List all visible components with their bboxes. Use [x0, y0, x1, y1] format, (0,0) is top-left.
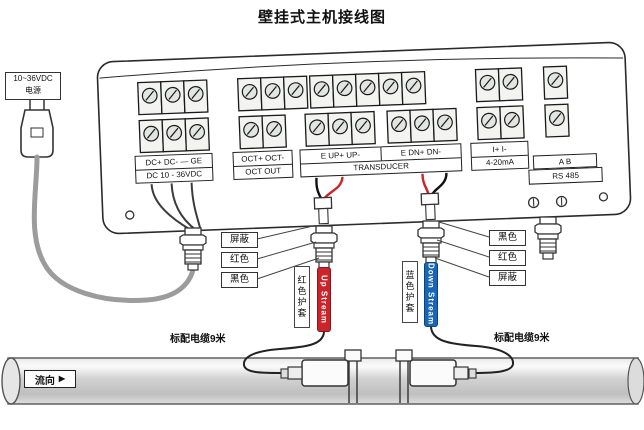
clamp-buckle [344, 349, 362, 362]
right-shield-label: 屏蔽 [489, 270, 526, 286]
downstream-transducer [395, 349, 477, 403]
terminal-cell [327, 111, 353, 147]
terminal-cell [350, 110, 376, 146]
terminal-cell [432, 107, 458, 142]
upstream-wire [242, 331, 325, 374]
left-black-label: 黑色 [221, 272, 258, 288]
mount-hole [598, 192, 609, 202]
upstream-transducer [280, 349, 362, 403]
terminal-cell [497, 67, 524, 102]
terminal-cell [331, 73, 358, 108]
red-sheath-label: 红色护套 [294, 266, 310, 328]
terminal-cell [474, 68, 501, 103]
transducer-connector [287, 366, 303, 380]
downstream-wire [430, 326, 515, 374]
up-connector [313, 196, 333, 210]
clamp-buckle [395, 349, 413, 362]
terminal-blocks [137, 65, 570, 154]
right-red-label: 红色 [489, 250, 526, 266]
terminal-cell [282, 75, 309, 110]
terminal-cell [476, 106, 502, 141]
flow-direction-label: 流向 [34, 375, 55, 387]
terminal-cell [137, 81, 163, 116]
flow-arrow-icon: ▶ [58, 374, 66, 383]
terminal-cell [259, 76, 286, 111]
terminal-cell [236, 77, 263, 112]
flow-direction-box: 流向 ▶ [24, 370, 76, 388]
left-red-label: 红色 [221, 252, 258, 268]
pipe-right-cap [627, 357, 644, 405]
power-cord [31, 154, 196, 303]
cable-gland [179, 227, 207, 271]
cable-gland [310, 225, 338, 269]
power-wire [170, 183, 197, 231]
cable-gland [417, 220, 445, 264]
transducer-body [409, 359, 457, 387]
terminal-cell [499, 105, 525, 140]
page-title: 壁挂式主机接线图 [257, 9, 386, 26]
red-cable: Up Stream [317, 267, 331, 332]
terminal-cell [377, 71, 404, 107]
cable-gland [534, 216, 562, 260]
leader-lines [256, 221, 490, 280]
terminal-cell [238, 115, 264, 150]
left-cable-note: 标配电缆9米 [170, 334, 226, 345]
pipe-left-cap [1, 357, 21, 405]
terminal-cell [544, 103, 570, 138]
mount-hole [125, 210, 135, 220]
terminal-cell [354, 72, 381, 107]
dn-connector [420, 192, 440, 206]
terminal-cell [304, 112, 330, 147]
right-black-label: 黑色 [489, 230, 526, 246]
terminal-cell [308, 74, 335, 109]
panel-seam [99, 57, 624, 79]
right-cable-note: 标配电缆9米 [494, 333, 550, 344]
terminal-cell [161, 118, 188, 153]
left-shield-label: 屏蔽 [221, 232, 258, 248]
blue-sheath-label: 蓝色护套 [402, 261, 418, 323]
terminal-cell [138, 119, 165, 154]
terminal-cell [160, 80, 186, 115]
terminal-cell [542, 65, 569, 100]
blue-cable: Down Stream [424, 262, 438, 327]
terminal-cell [184, 117, 211, 152]
terminal-cell [386, 109, 412, 144]
transducer-connector [453, 366, 469, 380]
power-wire [190, 182, 202, 230]
terminal-cell [400, 70, 427, 106]
terminal-cell [182, 79, 209, 114]
power-wire [150, 184, 191, 231]
power-plug [20, 100, 54, 158]
cable-glands [179, 216, 562, 271]
power-supply-label: 10~36VDC 电源 [5, 72, 61, 100]
transducer-body [301, 359, 349, 387]
host-panel [96, 41, 632, 235]
terminal-cell [261, 114, 287, 149]
terminal-cell [409, 108, 435, 143]
